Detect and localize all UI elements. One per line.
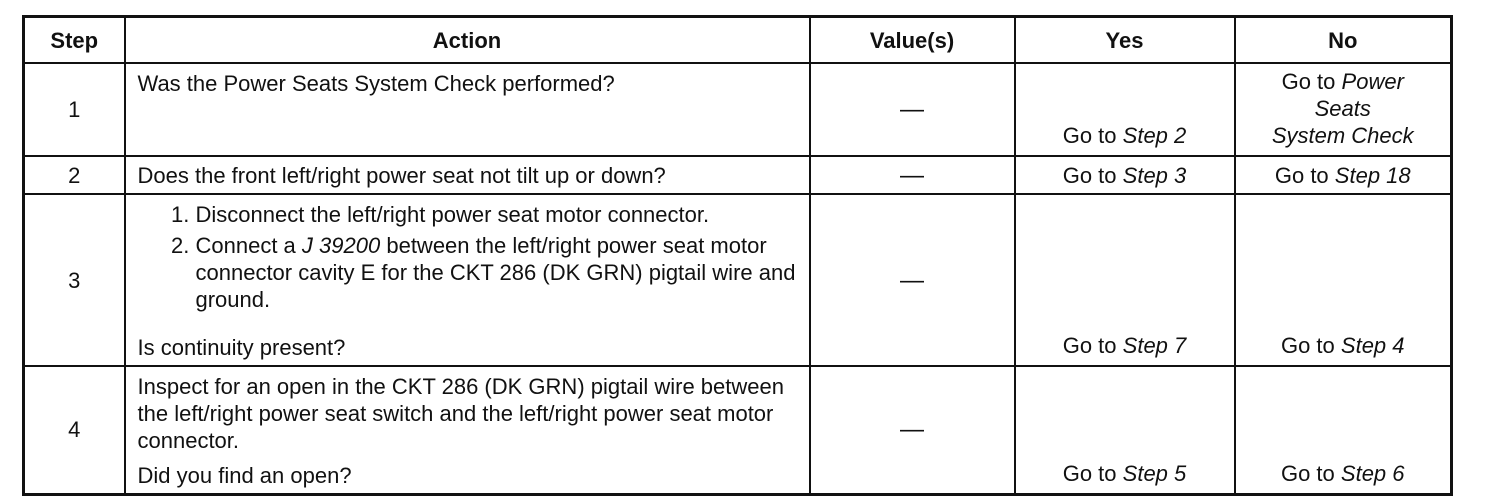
yes-prefix: Go to (1062, 333, 1117, 358)
yes-step-link[interactable]: Step 2 (1122, 123, 1187, 148)
yes-prefix: Go to (1062, 460, 1117, 486)
yes-prefix: Go to (1062, 162, 1117, 188)
action-cell: Disconnect the left/right power seat mot… (123, 193, 811, 367)
header-yes: Yes (1013, 15, 1236, 64)
yes-result: Go to Step 5 (1013, 365, 1236, 495)
value-cell: — (808, 62, 1016, 157)
no-prefix: Go to (1280, 460, 1335, 486)
no-step-link[interactable]: Step 18 (1334, 162, 1411, 188)
yes-step-link[interactable]: Step 5 (1122, 460, 1187, 486)
no-prefix: Go to (1274, 162, 1329, 188)
yes-prefix: Go to (1062, 123, 1117, 148)
value-cell: — (808, 365, 1016, 495)
table-row: 2 Does the front left/right power seat n… (22, 155, 1453, 195)
header-action: Action (123, 15, 811, 64)
no-result: Go to Step 18 (1233, 155, 1453, 195)
procedure-item: Disconnect the left/right power seat mot… (196, 201, 799, 228)
diagnostic-table: Step Action Value(s) Yes No 1 Was the Po… (22, 15, 1453, 496)
no-step-link[interactable]: Step 6 (1340, 460, 1405, 486)
step-number: 2 (22, 155, 126, 195)
tool-link[interactable]: J 39200 (301, 233, 381, 258)
table-row: 1 Was the Power Seats System Check perfo… (22, 62, 1453, 157)
value-cell: — (808, 155, 1016, 195)
no-link-system-check[interactable]: System Check (1271, 123, 1414, 148)
question-text: Did you find an open? (137, 462, 352, 488)
no-result: Go to Step 6 (1233, 365, 1453, 495)
action-cell: Inspect for an open in the CKT 286 (DK G… (123, 365, 811, 495)
header-step: Step (22, 15, 126, 64)
table-row: 4 Inspect for an open in the CKT 286 (DK… (22, 365, 1453, 495)
procedure-item-text: Disconnect the left/right power seat mot… (195, 202, 710, 227)
no-result: Go to Power Seats System Check (1233, 62, 1453, 157)
no-link-seats[interactable]: Seats (1314, 96, 1371, 121)
no-prefix: Go to (1281, 69, 1336, 94)
no-prefix: Go to (1280, 333, 1335, 358)
yes-result: Go to Step 7 (1013, 193, 1236, 367)
value-cell: — (808, 193, 1016, 367)
yes-step-link[interactable]: Step 3 (1122, 162, 1187, 188)
action-text: Does the front left/right power seat not… (123, 155, 811, 195)
yes-step-link[interactable]: Step 7 (1122, 333, 1187, 358)
step-number: 1 (22, 62, 126, 157)
no-result: Go to Step 4 (1233, 193, 1453, 367)
header-values: Value(s) (808, 15, 1016, 64)
header-row: Step Action Value(s) Yes No (22, 15, 1453, 64)
header-no: No (1233, 15, 1453, 64)
action-text: Inspect for an open in the CKT 286 (DK G… (137, 374, 784, 453)
no-step-link[interactable]: Step 4 (1340, 333, 1405, 358)
table-row: 3 Disconnect the left/right power seat m… (22, 193, 1453, 367)
question-text: Is continuity present? (137, 335, 346, 360)
procedure-item-text: between the left/right power seat motor … (195, 233, 796, 312)
procedure-item: Connect a J 39200 between the left/right… (196, 232, 799, 313)
procedure-item-text: Connect a (195, 233, 296, 258)
step-number: 4 (22, 365, 126, 495)
yes-result: Go to Step 3 (1013, 155, 1236, 195)
yes-result: Go to Step 2 (1013, 62, 1236, 157)
no-link-power[interactable]: Power (1341, 69, 1404, 94)
action-text: Was the Power Seats System Check perform… (123, 62, 811, 157)
procedure-list: Disconnect the left/right power seat mot… (138, 201, 799, 317)
step-number: 3 (22, 193, 126, 367)
